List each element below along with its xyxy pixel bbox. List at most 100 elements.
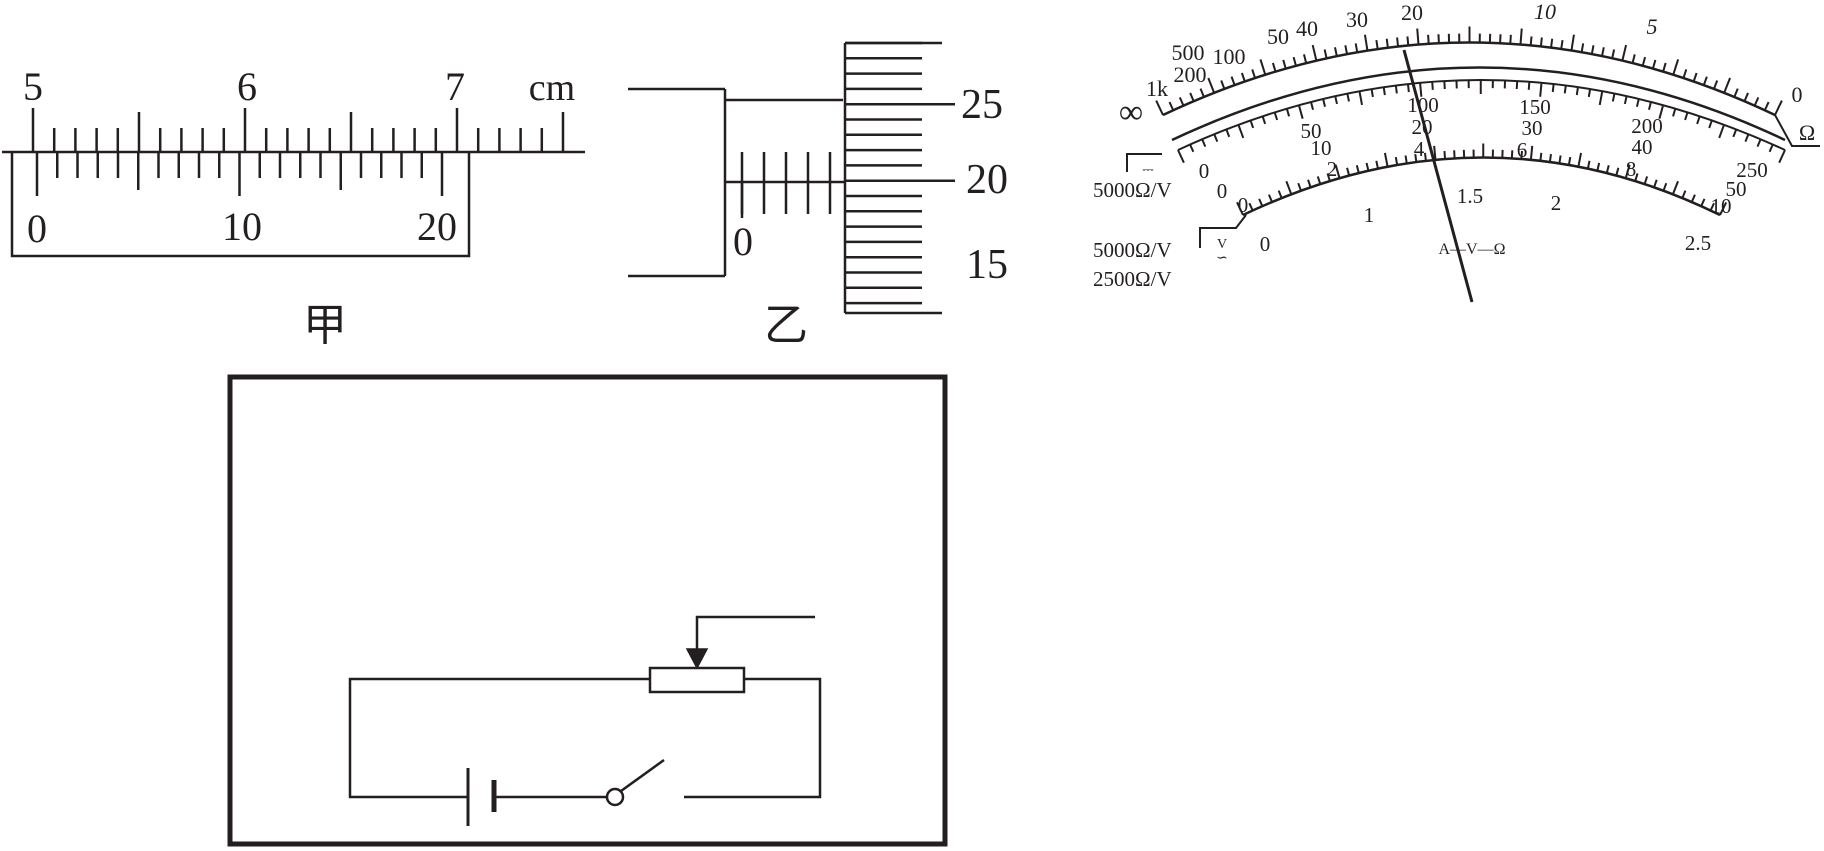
ohm-tick	[1753, 97, 1760, 107]
dc-tick	[1249, 120, 1255, 129]
thimble-label-25: 25	[961, 82, 1003, 128]
dc-tick	[1419, 82, 1423, 97]
rheostat-body	[648, 666, 746, 694]
unit-label: cm	[529, 67, 575, 109]
ac-low-label-2-5: 2.5	[1685, 231, 1711, 255]
ohm-tick	[1155, 100, 1164, 116]
dc-tick	[1744, 133, 1750, 142]
dc-tick	[1527, 81, 1531, 90]
dc-tick	[1587, 88, 1592, 98]
ac-tick	[1653, 179, 1658, 188]
ohm-tick	[1651, 59, 1657, 69]
vernier-label-20: 20	[417, 204, 457, 249]
dc-mid-label-50: 50	[1726, 177, 1747, 201]
ohm-tick	[1302, 54, 1308, 64]
ohm-label-infinity: ∞	[1119, 94, 1143, 131]
dc-tick	[1394, 85, 1398, 94]
circuit-wire-left	[348, 677, 650, 799]
dc-marker: ⎓	[1142, 163, 1153, 178]
sleeve-label-0: 0	[733, 219, 753, 264]
dc-mid-label-10: 10	[1311, 136, 1332, 160]
dc-tick	[1575, 87, 1579, 96]
dc-tick	[1346, 93, 1350, 102]
ohm-label-200: 200	[1174, 62, 1207, 87]
ac-tick	[1615, 167, 1620, 176]
ohm-label-100: 100	[1213, 44, 1246, 69]
dc-tick	[1201, 138, 1207, 147]
ohm-tick	[1189, 92, 1195, 102]
ohm-tick	[1611, 49, 1616, 59]
ohm-arc-outer	[1162, 41, 1776, 117]
ohm-tick	[1580, 43, 1585, 53]
switch-blade	[620, 758, 665, 793]
dc-label-200: 200	[1631, 114, 1663, 138]
ac-tick	[1662, 182, 1668, 192]
vernier-label-10: 10	[222, 204, 262, 249]
dc-tick	[1778, 149, 1786, 164]
ohm-label-500: 500	[1172, 40, 1205, 65]
dc-tick	[1225, 129, 1231, 138]
ac-tick	[1326, 173, 1331, 182]
ac-bracket	[1199, 214, 1247, 248]
ac-arc	[1242, 156, 1721, 217]
slider-wire	[695, 615, 815, 655]
ac-tick	[1423, 152, 1427, 161]
ac-low-label-1-5: 1.5	[1457, 184, 1483, 208]
ac-tick	[1375, 160, 1379, 169]
ohm-tick	[1631, 54, 1636, 64]
ac-tick	[1248, 202, 1254, 211]
dc-tick	[1718, 124, 1725, 139]
ohm-tick	[1311, 44, 1318, 61]
ohm-tick	[1168, 101, 1175, 111]
thimble-ticks	[845, 41, 955, 315]
ohm-tick	[1550, 38, 1554, 48]
slider-arrow	[685, 648, 709, 670]
circuit-diagram	[227, 374, 948, 847]
ohm-tick	[1240, 72, 1246, 82]
ohm-tick	[1230, 76, 1236, 86]
ohm-tick	[1259, 59, 1267, 76]
ac-tick	[1719, 201, 1728, 216]
vernier-label-0: 0	[27, 206, 47, 251]
dc-mid-label-30: 30	[1522, 116, 1543, 140]
dc-sensitivity-label: 5000Ω/V	[1093, 178, 1172, 202]
ohm-label-30: 30	[1346, 7, 1368, 32]
ohm-tick	[1774, 100, 1783, 116]
main-scale-ticks	[31, 108, 565, 152]
dc-tick	[1431, 81, 1434, 90]
thimble-label-15: 15	[966, 242, 1008, 288]
ohm-label-20: 20	[1401, 0, 1423, 25]
ac-tick	[1404, 155, 1408, 164]
ohm-symbol: Ω	[1799, 120, 1815, 145]
ohm-tick	[1641, 56, 1647, 67]
dc-tick	[1358, 91, 1363, 106]
ohm-tick	[1590, 45, 1595, 55]
ohm-arc-inner	[1171, 66, 1786, 142]
ac-tick	[1577, 152, 1583, 167]
ohm-tick	[1702, 76, 1708, 86]
vernier-caliper	[2, 108, 585, 258]
ohm-tick	[1406, 36, 1410, 46]
dc-tick	[1684, 112, 1689, 121]
ohm-tick	[1251, 69, 1257, 79]
thimble-label-20: 20	[966, 157, 1008, 203]
circuit-wire-right	[684, 677, 822, 799]
dc-tick	[1708, 120, 1713, 129]
ohm-tick	[1763, 101, 1770, 111]
ac-tick	[1681, 190, 1687, 199]
ac-tick	[1316, 176, 1322, 185]
ohm-tick	[1396, 37, 1400, 47]
ohm-tick	[1672, 59, 1680, 76]
dc-tick	[1213, 133, 1219, 142]
ohm-label-5: 5	[1647, 14, 1658, 39]
ac-label-6: 6	[1517, 138, 1528, 162]
ac-tick	[1365, 162, 1370, 171]
dc-tick	[1406, 83, 1410, 93]
ac-label-8: 8	[1626, 157, 1637, 181]
dc-label-150: 150	[1519, 95, 1551, 119]
ac-tick	[1690, 194, 1696, 203]
ac-tick	[1624, 164, 1631, 179]
ac-tick	[1709, 202, 1715, 211]
ac-marker-2: ∽	[1216, 251, 1228, 266]
ohm-tick	[1570, 34, 1575, 51]
